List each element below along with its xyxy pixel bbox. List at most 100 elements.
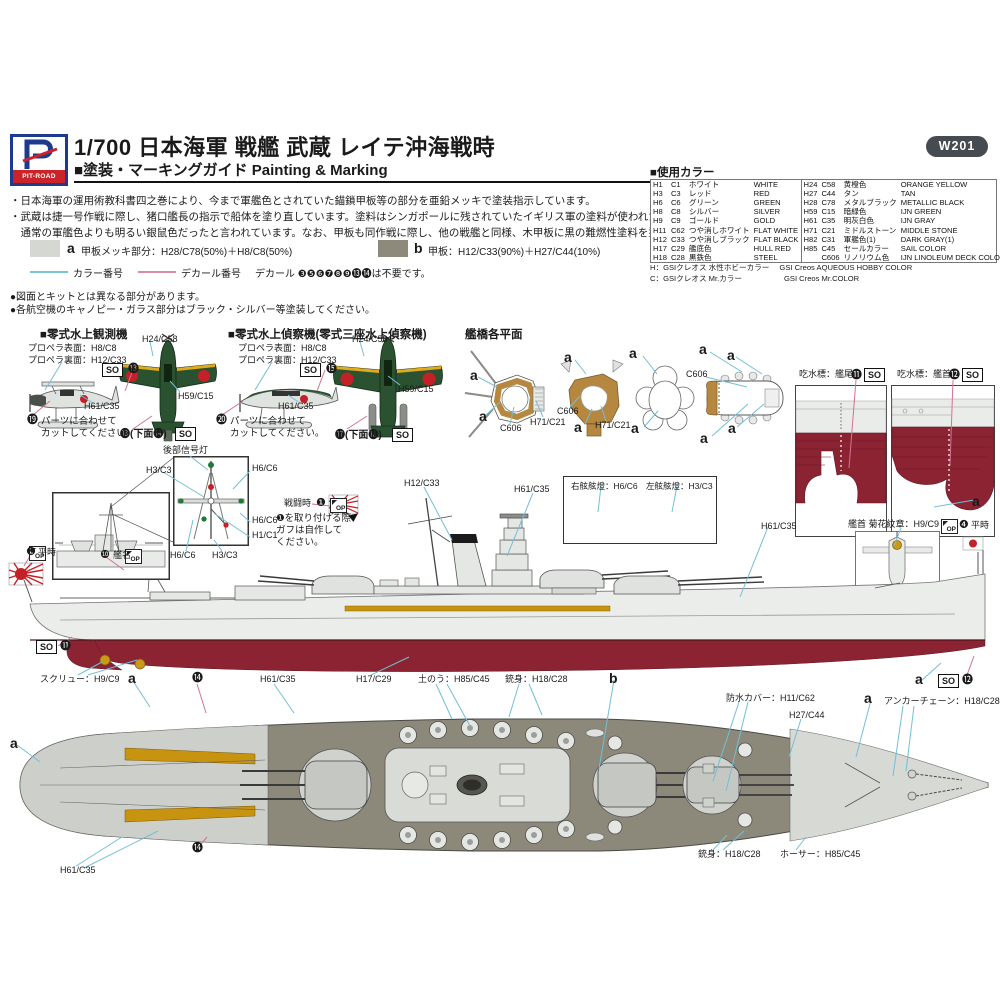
pit-road-logo: PIT-ROAD [10, 134, 68, 186]
footnote-c-en: GSI Creos Mr.COLOR [783, 274, 860, 283]
cell: H17 [653, 243, 667, 253]
obs-gray-color-label: H61/C35 [84, 401, 120, 411]
bridge-plan-1 [465, 350, 545, 438]
cell: つや消しホワイト [688, 225, 750, 235]
deck-a-key: a [128, 670, 136, 686]
color-number-line [30, 271, 68, 273]
bridge-plan-3 [635, 365, 695, 431]
obs-prop-back-label: プロペラ裏面：H12/C33 [28, 355, 127, 365]
cell: METALLIC BLACK [900, 198, 965, 208]
hawser-label: ホーサー：H85/C45 [780, 849, 861, 859]
obs-cut-note: カットしてください。 [41, 428, 136, 439]
so-badge: SO [864, 368, 886, 383]
cell: GREEN [753, 198, 781, 208]
color-footnote: C：GSIクレオス Mr.カラー GSI Creos Mr.COLOR [650, 273, 859, 284]
cell: H28 [803, 198, 818, 208]
cell: STEEL [753, 252, 778, 262]
cell: C21 [821, 225, 836, 235]
draft-bow-decal-number: ⓬ [949, 369, 960, 381]
section-subtitle: ■塗装・マーキングガイド Painting & Marking [74, 162, 388, 179]
bow-draft-diagram [891, 385, 995, 537]
deck-color-a-swatch [30, 240, 60, 257]
product-code-badge: W201 [926, 136, 988, 157]
footnote-c-jp: C：GSIクレオス Mr.カラー [650, 274, 742, 283]
decal-unneeded-note: デカール ❸❺❻❼❽❾⓭⓮は不要です。 [255, 269, 431, 280]
cell: 黒鉄色 [688, 252, 712, 262]
recon-side-decal-number: ⓯ [326, 363, 337, 375]
recon-wing-color-label: H24/C58 [352, 334, 388, 344]
bow-jack-flag [962, 536, 984, 578]
deck-a-key: a [631, 420, 639, 436]
optional-part-icon: OP [29, 546, 47, 562]
cell: タン [843, 189, 859, 199]
bow-crest-label: 艦首 菊花紋章：H9/C9 [848, 519, 940, 529]
cell: C9 [670, 216, 681, 226]
cell: H11 [653, 225, 667, 235]
footnote-h-en: GSI Creos AQUEOUS HOBBY COLOR [779, 263, 913, 272]
recon-prop-front-label: プロペラ表面：H8/C8 [238, 343, 327, 353]
linoleum-strip [124, 747, 256, 765]
stern-draft-decal-number: ⓫ [60, 640, 71, 652]
decal-number-label: デカール番号 [181, 269, 241, 280]
propeller [99, 654, 111, 666]
superstructure-color-label: H61/C35 [761, 521, 797, 531]
cell: リノリウム色 [843, 252, 890, 262]
general-note: ●各航空機のキャノピー・ガラス部分はブラック・シルバー等塗装してください。 [10, 305, 376, 316]
draft-stern-decal-number: ⓫ [851, 369, 862, 381]
fwd-turret-2 [597, 762, 657, 808]
recon-cut-note: カットしてください。 [230, 428, 325, 439]
bow-flag-peacetime-label: 平時 [971, 520, 990, 530]
cell: シルバー [688, 207, 720, 217]
cell: H82 [803, 234, 818, 244]
cell: C31 [821, 234, 836, 244]
linoleum-label: C606 [500, 423, 522, 433]
cell: TAN [900, 189, 916, 199]
cell: C29 [670, 243, 685, 253]
turret-1 [613, 575, 681, 595]
port-light-label: 左舷舷燈：H3/C3 [646, 481, 713, 491]
battle-flag-label: 戦闘時 [284, 498, 312, 508]
pagoda-bridge [491, 513, 533, 587]
so-badge: SO [36, 640, 58, 655]
cell: H61 [803, 216, 818, 226]
cell: 艦底色 [688, 243, 712, 253]
cell: SAIL COLOR [900, 243, 947, 253]
cell: グリーン [688, 198, 719, 208]
cell: H59 [803, 207, 818, 217]
cell: H6 [653, 198, 663, 208]
cell: C62 [670, 225, 685, 235]
recon-plane-title: ■零式水上偵察機(零式三座水上偵察機) [228, 329, 427, 341]
cell: C45 [821, 243, 836, 253]
cell: セールカラー [843, 243, 889, 253]
superstructure-color-label: H61/C35 [514, 484, 550, 494]
so-badge: SO [102, 363, 124, 378]
mast-red-label: H3/C3 [146, 465, 172, 475]
cell: H85 [803, 243, 818, 253]
cell: IJN GREEN [900, 207, 942, 217]
cell: H8 [653, 207, 663, 217]
cell: H71 [803, 225, 818, 235]
aft-turret [311, 575, 375, 595]
middlestone-label: H71/C21 [595, 420, 631, 430]
obs-underside-decal-label: ⓭(下面⓮) [120, 429, 167, 440]
bow-draft-decal-number: ⓬ [962, 674, 973, 686]
so-badge: SO [962, 368, 984, 383]
recon-underside-decal-label: ⓱(下面⓲) [335, 430, 382, 441]
recon-cut-note-number: ⓴ [216, 414, 227, 426]
tan-label: H27/C44 [789, 710, 825, 720]
gun-barrel-aft-label: 銃身：H18/C28 [698, 849, 761, 859]
zinc-a-key: a [972, 493, 980, 509]
cell: DARK GRAY(1) [900, 234, 955, 244]
mast-red-label: H3/C3 [212, 550, 238, 560]
ship-name-decal-number: ❿ [100, 549, 110, 561]
so-badge: SO [938, 674, 960, 689]
cell: H1 [653, 180, 663, 189]
obs-green-color-label: H59/C15 [178, 391, 214, 401]
deck-a-key: a [470, 367, 478, 383]
